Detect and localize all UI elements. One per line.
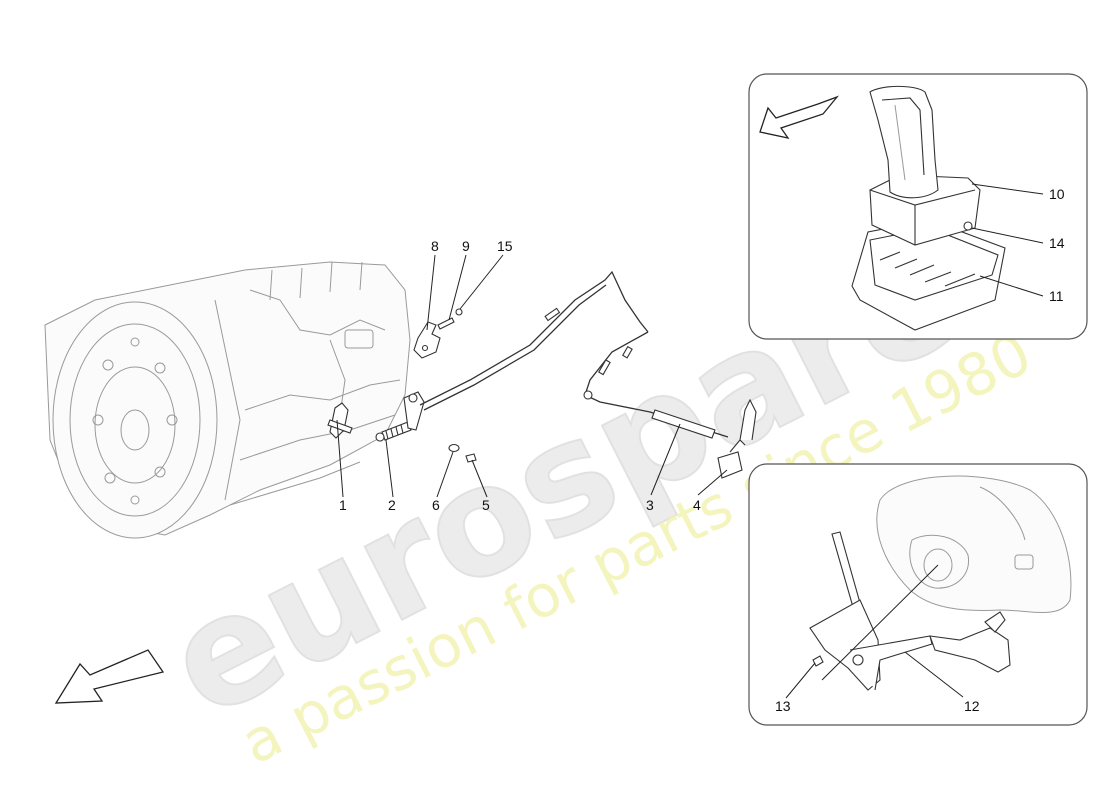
callout-13: 13 [775, 698, 791, 714]
callout-10: 10 [1049, 186, 1065, 202]
part-4-connector [717, 398, 757, 479]
callout-3: 3 [646, 497, 654, 513]
part-1-lever [327, 402, 353, 439]
part-8-bracket [413, 321, 441, 359]
callout-8: 8 [431, 238, 439, 254]
callout-9: 9 [462, 238, 470, 254]
callout-11: 11 [1049, 288, 1064, 304]
transmission-assembly [44, 261, 411, 539]
callout-4: 4 [693, 497, 701, 513]
callout-labels: 1 2 6 5 3 4 8 9 15 10 14 11 13 12 [339, 186, 1065, 714]
callout-5: 5 [482, 497, 490, 513]
callout-14: 14 [1049, 235, 1065, 251]
callout-12: 12 [964, 698, 980, 714]
inset-gear-selector [748, 73, 1088, 340]
part-6-washer [448, 443, 460, 453]
part-3-shift-cable [419, 270, 729, 439]
leader-lines [336, 254, 728, 498]
part-2-spring-adjuster [375, 391, 425, 442]
inset-paddle-shifter [748, 463, 1088, 726]
part-15-nut [455, 308, 463, 316]
part-5-bolt [465, 453, 477, 463]
callout-15: 15 [497, 238, 513, 254]
inset-direction-arrow-icon [759, 95, 840, 139]
callout-1: 1 [339, 497, 347, 513]
direction-arrow-icon [54, 649, 165, 704]
callout-2: 2 [388, 497, 396, 513]
callout-6: 6 [432, 497, 440, 513]
part-9-screw [437, 317, 455, 330]
